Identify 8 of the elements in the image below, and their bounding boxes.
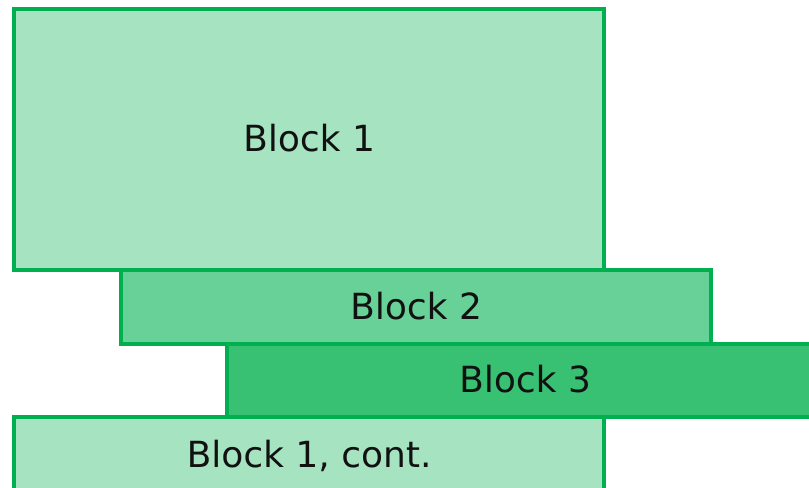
block-label: Block 3 [459, 360, 591, 401]
block-label: Block 1, cont. [186, 435, 432, 476]
memory-block [12, 415, 606, 488]
memory-block [12, 7, 606, 272]
memory-block [225, 342, 809, 419]
memory-block [119, 268, 713, 346]
block-label: Block 2 [350, 286, 482, 328]
block-label: Block 1 [243, 119, 375, 160]
